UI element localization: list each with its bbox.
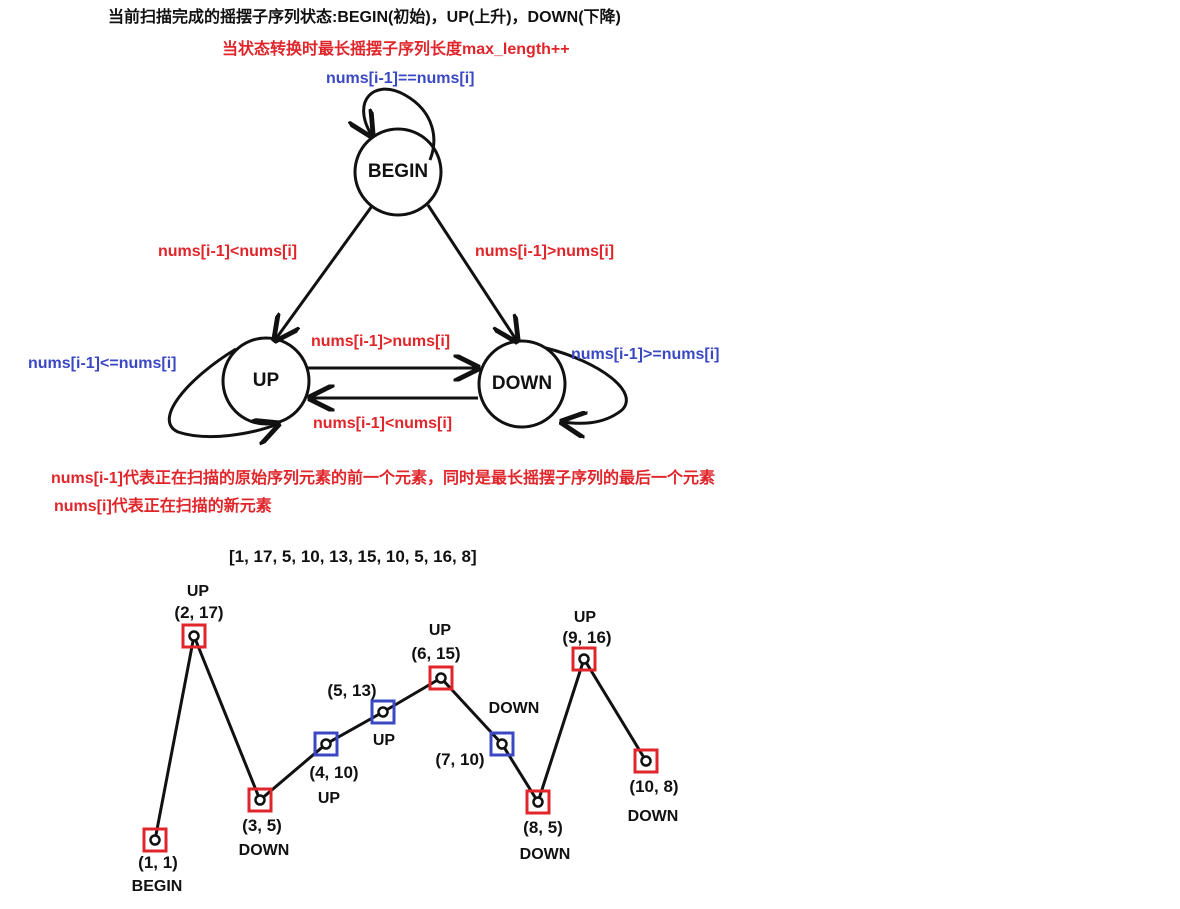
- sequence-point: (9, 16) UP: [562, 609, 612, 672]
- point-state-label: DOWN: [628, 808, 679, 825]
- state-label-up: UP: [253, 370, 280, 391]
- point-marker-red: [428, 665, 454, 691]
- transition-begin-to-down: [426, 204, 517, 341]
- transition-down-self: [545, 346, 628, 423]
- point-coord-label: (4, 10): [309, 763, 358, 782]
- point-state-label: UP: [318, 790, 341, 807]
- point-dot: [578, 653, 590, 665]
- sequence-point: (3, 5) DOWN: [239, 787, 290, 859]
- point-state-label: UP: [574, 609, 597, 626]
- sequence-point: (5, 13) UP: [327, 681, 396, 749]
- state-label-down: DOWN: [492, 373, 552, 394]
- point-coord-label: (2, 17): [174, 603, 223, 622]
- sequence-point: (1, 1) BEGIN: [132, 827, 183, 895]
- point-dot: [188, 630, 200, 642]
- label-begin-to-down: nums[i-1]>nums[i]: [475, 243, 614, 260]
- point-marker-red: [142, 827, 168, 853]
- transition-begin-to-up: [275, 205, 374, 340]
- point-dot: [496, 738, 508, 750]
- point-coord-label: (10, 8): [629, 777, 678, 796]
- sequence-point: (2, 17) UP: [174, 583, 224, 649]
- sequence-point: (8, 5) DOWN: [520, 789, 571, 863]
- point-marker-red: [525, 789, 551, 815]
- point-coord-label: (5, 13): [327, 681, 376, 700]
- point-dot: [435, 672, 447, 684]
- sequence-point: (10, 8) DOWN: [628, 748, 679, 825]
- point-marker-blue: [313, 731, 339, 757]
- sequence-point: (6, 15) UP: [411, 622, 461, 691]
- state-node-down: DOWN: [477, 339, 567, 429]
- point-dot: [254, 794, 266, 806]
- point-coord-label: (3, 5): [242, 816, 282, 835]
- point-marker-red: [181, 623, 207, 649]
- label-begin-to-up: nums[i-1]<nums[i]: [158, 243, 297, 260]
- note-prev-element: nums[i-1]代表正在扫描的原始序列元素的前一个元素，同时是最长摇摆子序列的…: [51, 468, 715, 487]
- point-marker-blue: [370, 699, 396, 725]
- sequence-point: (7, 10) DOWN: [435, 700, 539, 769]
- diagram-subtitle: 当状态转换时最长摇摆子序列长度max_length++: [222, 39, 570, 58]
- point-state-label: UP: [373, 732, 396, 749]
- point-dot: [640, 755, 652, 767]
- transition-up-self: [167, 347, 278, 437]
- point-state-label: DOWN: [520, 846, 571, 863]
- point-state-label: UP: [187, 583, 210, 600]
- point-dot: [532, 796, 544, 808]
- label-begin-self: nums[i-1]==nums[i]: [326, 70, 474, 87]
- note-new-element: nums[i]代表正在扫描的新元素: [54, 496, 272, 515]
- point-dot: [149, 834, 161, 846]
- point-marker-red: [571, 646, 597, 672]
- point-state-label: BEGIN: [132, 878, 183, 895]
- sequence-label: [1, 17, 5, 10, 13, 15, 10, 5, 16, 8]: [229, 547, 477, 566]
- label-up-to-down: nums[i-1]>nums[i]: [311, 333, 450, 350]
- transition-begin-self: [364, 87, 436, 161]
- point-state-label: DOWN: [489, 700, 540, 717]
- label-down-to-up: nums[i-1]<nums[i]: [313, 415, 452, 432]
- sequence-points: (1, 1)BEGIN(2, 17)UP(3, 5)DOWN(4, 10)UP(…: [132, 583, 679, 895]
- point-dot: [377, 706, 389, 718]
- point-dot: [320, 738, 332, 750]
- point-coord-label: (6, 15): [411, 644, 460, 663]
- point-marker-red: [633, 748, 659, 774]
- point-coord-label: (7, 10): [435, 750, 484, 769]
- label-up-self: nums[i-1]<=nums[i]: [28, 355, 176, 372]
- sequence-point: (4, 10) UP: [309, 731, 359, 807]
- point-coord-label: (9, 16): [562, 628, 611, 647]
- state-node-up: UP: [221, 336, 311, 426]
- state-label-begin: BEGIN: [368, 161, 428, 182]
- point-state-label: UP: [429, 622, 452, 639]
- diagram-title: 当前扫描完成的摇摆子序列状态:BEGIN(初始)，UP(上升)，DOWN(下降): [108, 7, 621, 26]
- point-marker-red: [247, 787, 273, 813]
- point-marker-blue: [489, 731, 515, 757]
- point-coord-label: (1, 1): [138, 853, 178, 872]
- sequence-line: [153, 630, 648, 841]
- point-coord-label: (8, 5): [523, 818, 563, 837]
- label-down-self: nums[i-1]>=nums[i]: [571, 346, 719, 363]
- point-state-label: DOWN: [239, 842, 290, 859]
- state-node-begin: BEGIN: [353, 127, 443, 217]
